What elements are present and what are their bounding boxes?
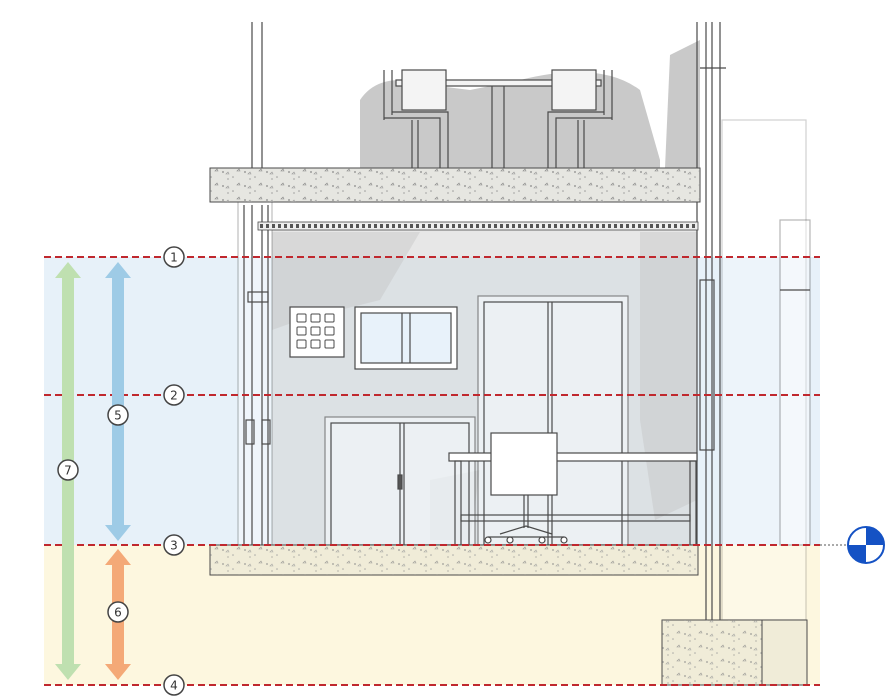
terrace-table-set (383, 69, 613, 168)
span-marker-5: 5 (107, 404, 129, 426)
level-marker-label: 1 (170, 251, 178, 265)
foundation-footing (661, 619, 808, 686)
wall-vent (289, 306, 345, 358)
span-arrow-5 (105, 262, 131, 541)
wall-window (354, 306, 458, 370)
low-cabinet (324, 416, 476, 546)
span-markers: 5 6 7 (57, 404, 129, 623)
level-marker-4: 4 (163, 674, 185, 696)
level-marker-1: 1 (163, 246, 185, 268)
left-exterior-wall (237, 22, 273, 546)
span-marker-7: 7 (57, 459, 79, 481)
level-marker-label: 4 (170, 679, 178, 693)
level-marker-label: 3 (170, 539, 178, 553)
right-exterior-wall (696, 22, 811, 621)
span-marker-6: 6 (107, 601, 129, 623)
level-marker-3: 3 (163, 534, 185, 556)
span-marker-label: 5 (114, 409, 122, 423)
office-chair (484, 432, 568, 544)
section-datum-icon (820, 526, 885, 564)
span-marker-label: 7 (64, 464, 72, 478)
level-marker-2: 2 (163, 384, 185, 406)
ground-slab (209, 544, 699, 576)
level-marker-label: 2 (170, 389, 178, 403)
level-markers: 1 2 3 4 (163, 246, 185, 696)
roof-slab (209, 167, 701, 231)
level-lines (44, 256, 820, 686)
span-marker-label: 6 (114, 606, 122, 620)
tall-cabinet (477, 295, 629, 546)
